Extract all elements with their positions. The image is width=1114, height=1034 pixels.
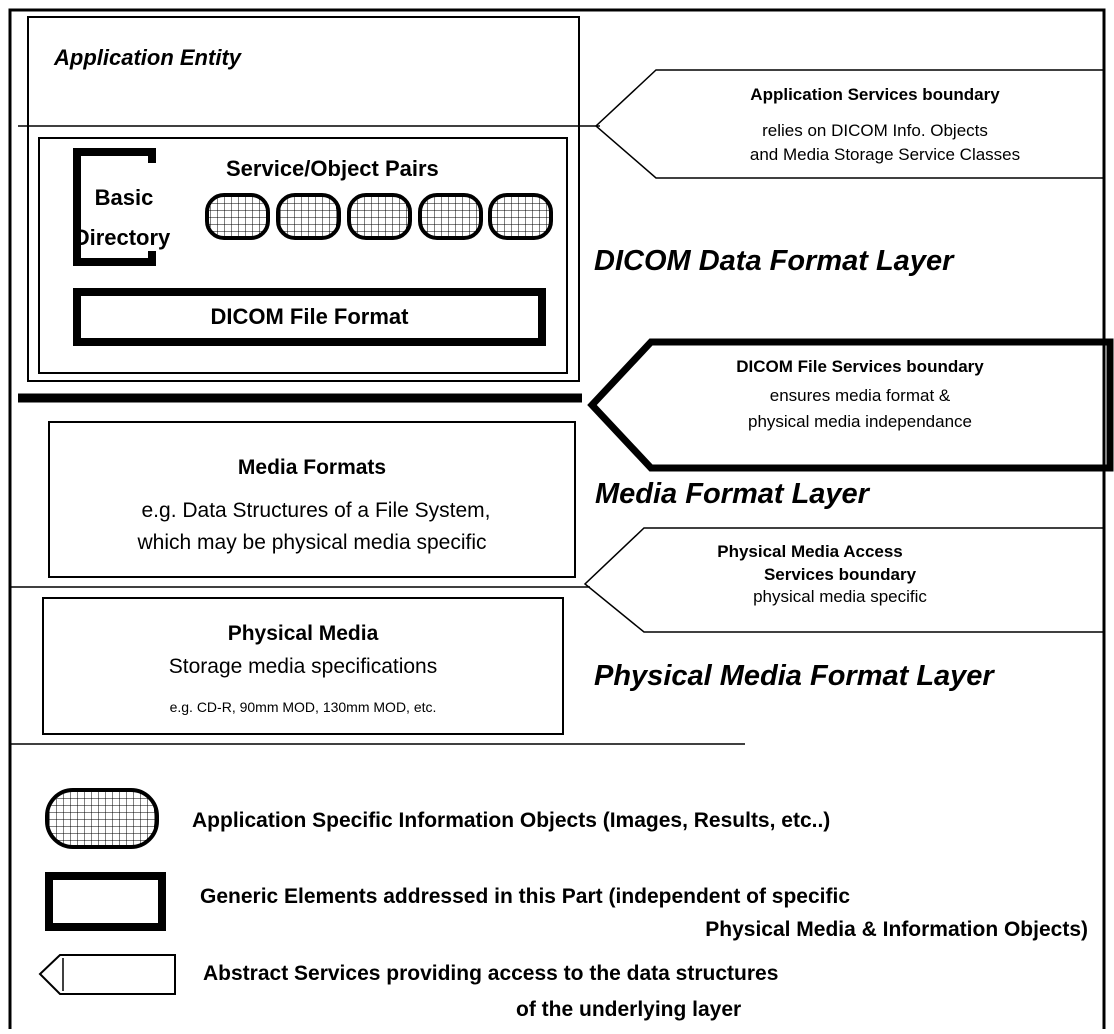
media-formats-line-2: which may be physical media specific	[137, 531, 487, 554]
dicom-file-format-label: DICOM File Format	[210, 304, 409, 329]
physical-media-examples: e.g. CD-R, 90mm MOD, 130mm MOD, etc.	[169, 699, 437, 715]
dicom-data-format-layer-label: DICOM Data Format Layer	[594, 245, 954, 277]
legend-generic-elements-line-1: Generic Elements addressed in this Part …	[200, 885, 851, 908]
physical-media-box	[42, 597, 564, 735]
dicom-file-format-box	[73, 288, 546, 346]
information-object-4	[418, 193, 483, 240]
dicom-file-services-boundary-line-2: physical media independance	[748, 412, 972, 431]
basic-directory-label-line-2: Directory	[73, 225, 171, 250]
media-formats-title: Media Formats	[237, 456, 387, 479]
dicom-file-services-boundary-line-1: ensures media format &	[769, 386, 951, 405]
legend-generic-elements-line-2: Physical Media & Information Objects)	[705, 918, 1088, 941]
information-objects-group	[205, 193, 553, 240]
application-services-boundary-line-2: and Media Storage Service Classes	[749, 145, 1021, 164]
legend-information-objects-text: Application Specific Information Objects…	[192, 809, 831, 832]
application-services-boundary-title: Application Services boundary	[750, 85, 1000, 104]
legend-abstract-services-line-2: of the underlying layer	[516, 998, 742, 1021]
physical-media-title: Physical Media	[227, 622, 379, 645]
media-format-layer-label: Media Format Layer	[595, 478, 869, 510]
application-services-boundary-arrow	[594, 69, 1104, 179]
physical-media-subtitle: Storage media specifications	[168, 655, 438, 678]
application-entity-box	[27, 16, 580, 382]
physical-media-access-title-line-2: Services boundary	[763, 565, 917, 584]
media-formats-line-1: e.g. Data Structures of a File System,	[141, 499, 491, 522]
information-object-5	[488, 193, 553, 240]
legend-generic-element-icon	[45, 872, 166, 931]
information-object-1	[205, 193, 270, 240]
dicom-file-services-boundary-arrow	[587, 338, 1114, 472]
legend-abstract-service-icon	[38, 954, 176, 995]
service-object-pairs-title: Service/Object Pairs	[226, 156, 439, 181]
physical-media-access-title-line-1: Physical Media Access	[717, 542, 903, 561]
application-services-boundary-line-1: relies on DICOM Info. Objects	[762, 121, 988, 140]
information-object-3	[347, 193, 412, 240]
service-object-pairs-box	[38, 137, 568, 374]
information-object-2	[276, 193, 341, 240]
outer-frame	[8, 8, 1106, 1029]
physical-media-access-line: physical media specific	[753, 587, 927, 606]
basic-directory-label-line-1: Basic	[94, 185, 154, 210]
physical-media-access-boundary-arrow	[583, 527, 1104, 633]
dicom-file-services-boundary-title: DICOM File Services boundary	[736, 357, 984, 376]
legend-abstract-services-line-1: Abstract Services providing access to th…	[203, 962, 779, 985]
legend-information-object-icon	[45, 788, 159, 849]
basic-directory-bracket	[73, 148, 156, 266]
physical-media-format-layer-label: Physical Media Format Layer	[594, 660, 994, 692]
application-entity-title: Application Entity	[54, 45, 241, 70]
media-formats-box	[48, 421, 576, 578]
